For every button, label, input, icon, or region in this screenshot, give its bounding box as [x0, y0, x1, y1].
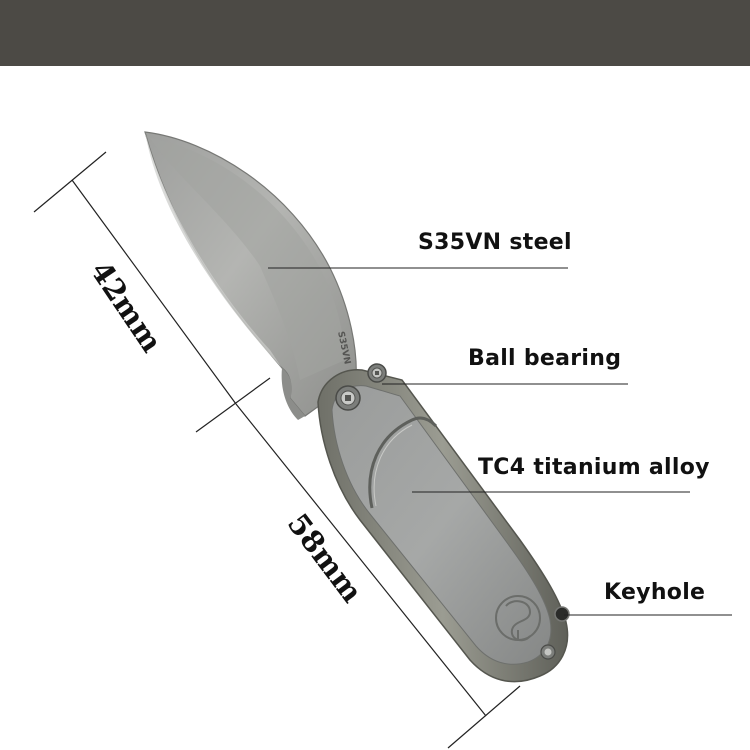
titanium-label: TC4 titanium alloy — [478, 455, 710, 480]
top-banner — [0, 0, 750, 66]
brand-logo-icon — [495, 595, 541, 642]
handle-dimension-line — [235, 403, 487, 717]
blade-choil — [281, 368, 305, 420]
blade-tip-extension-line — [33, 151, 107, 213]
keyhole-icon — [554, 606, 570, 622]
handle-end-extension-line — [447, 685, 521, 749]
blade-grind — [150, 138, 345, 380]
blade — [144, 131, 357, 417]
blade-base-extension-line — [195, 377, 271, 433]
frame-screw-icon — [540, 644, 556, 660]
keyhole-label: Keyhole — [604, 580, 706, 605]
pivot-screw-icon — [335, 385, 361, 411]
dimension-lines — [33, 151, 521, 749]
handle-inlay-curve-highlight — [373, 424, 413, 507]
blade-dimension-line — [71, 179, 237, 405]
stop-pin-icon — [367, 363, 387, 383]
steel-label: S35VN steel — [418, 230, 572, 255]
callout-lines — [268, 267, 732, 616]
handle-inlay-curve — [368, 416, 438, 509]
bearing-label: Ball bearing — [468, 346, 622, 371]
knife: S35VN — [144, 131, 570, 683]
